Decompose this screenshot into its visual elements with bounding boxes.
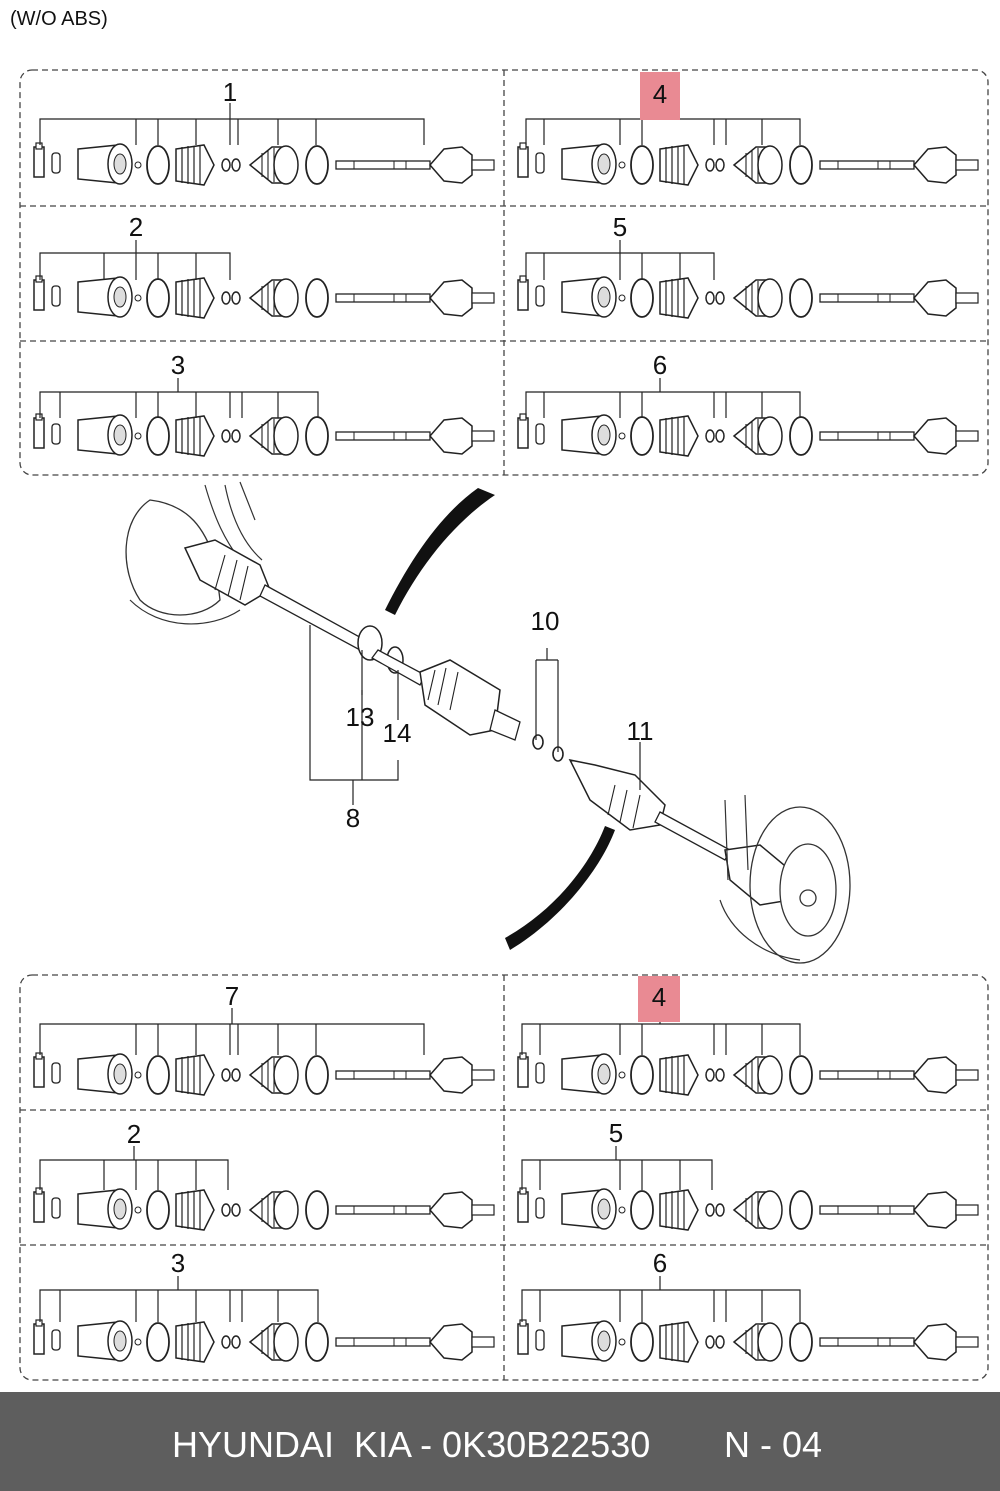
callout-1: 1 — [223, 77, 237, 107]
callout-8: 8 — [346, 803, 360, 833]
callout-10: 10 — [531, 606, 560, 636]
main-assembly — [125, 481, 851, 964]
callout-6: 6 — [653, 1248, 667, 1278]
highlight-box — [640, 72, 680, 120]
exploded-drive-shaft-diagram: 1 2 3 4 5 6 — [19, 69, 989, 1381]
callout-3: 3 — [171, 350, 185, 380]
page-code-label: N - 04 — [724, 1424, 823, 1465]
callout-14: 14 — [383, 718, 412, 748]
callout-4: 4 — [652, 982, 666, 1012]
callout-13: 13 — [346, 702, 375, 732]
callout-2: 2 — [129, 212, 143, 242]
callout-3: 3 — [171, 1248, 185, 1278]
part-number-label: HYUNDAI KIA - 0K30B22530 — [172, 1424, 651, 1465]
highlight-box — [638, 976, 680, 1022]
callout-4: 4 — [653, 79, 667, 109]
callout-5: 5 — [609, 1118, 623, 1148]
callout-5: 5 — [613, 212, 627, 242]
callout-11: 11 — [627, 716, 654, 746]
callout-6: 6 — [653, 350, 667, 380]
variant-label: (W/O ABS) — [10, 8, 108, 30]
callout-7: 7 — [225, 981, 239, 1011]
callout-2: 2 — [127, 1119, 141, 1149]
footer-bar: HYUNDAI KIA - 0K30B22530 N - 04 — [0, 1392, 1000, 1491]
